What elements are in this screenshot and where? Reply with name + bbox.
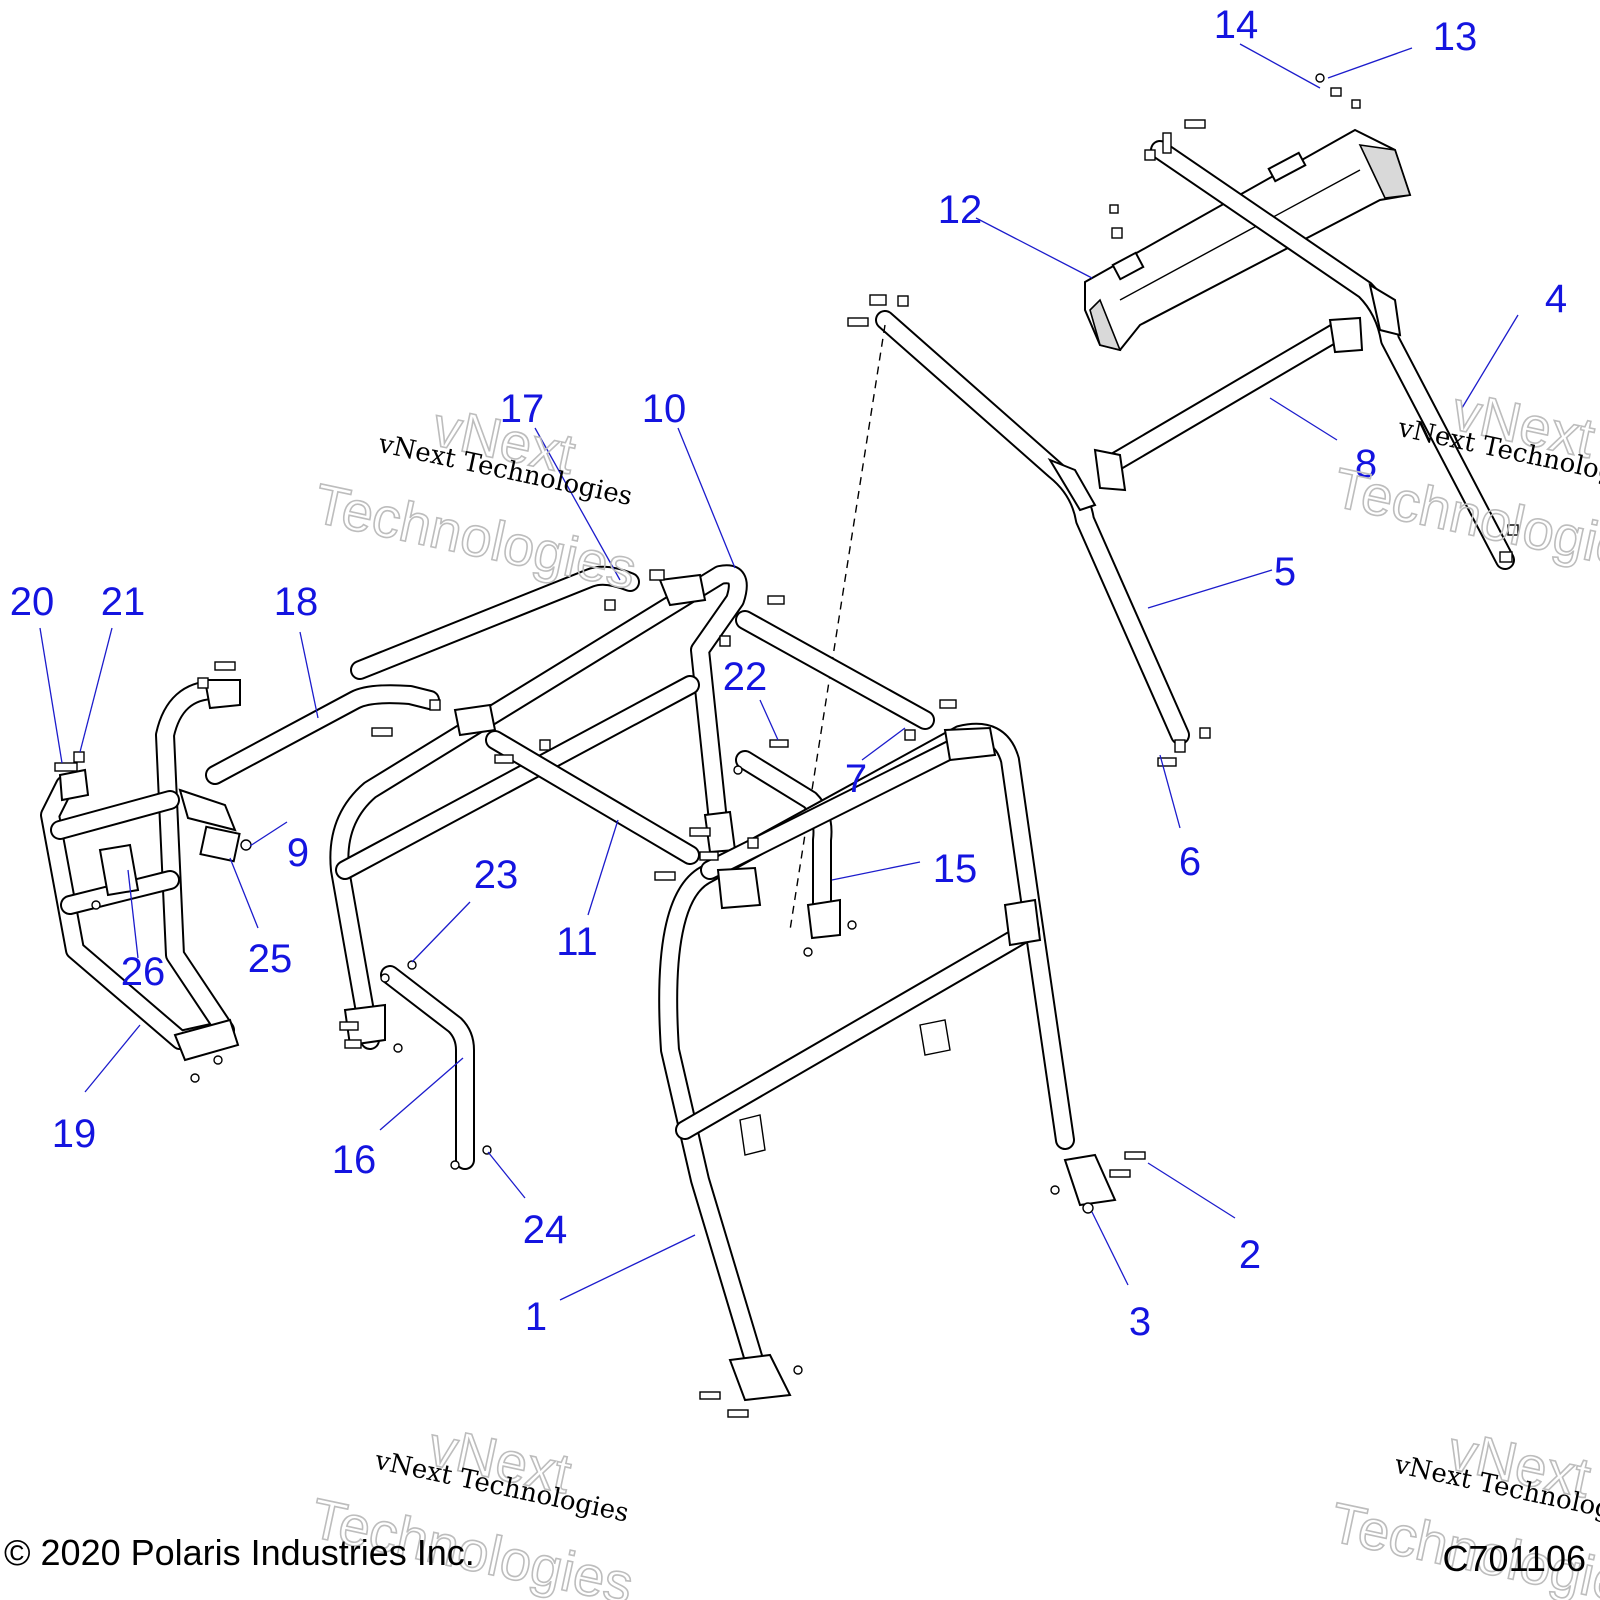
callout-2: 2 (1239, 1233, 1261, 1277)
watermark-upper-left: vNext Technologies vNext Technologies (308, 394, 642, 602)
front-bumper-hoop (40, 679, 241, 1062)
main-cage (658, 722, 1117, 1402)
callout-13: 13 (1433, 15, 1478, 59)
callout-25: 25 (248, 937, 293, 981)
callout-23: 23 (474, 853, 519, 897)
diagonal-brace (485, 730, 700, 865)
callout-6: 6 (1179, 840, 1201, 884)
callout-16: 16 (332, 1138, 377, 1182)
leader-lines (39, 43, 1519, 1301)
rear-cross-brace (1093, 316, 1364, 492)
callout-8: 8 (1355, 442, 1377, 486)
lower-support (380, 965, 475, 1170)
callout-26: 26 (121, 950, 166, 994)
callout-5: 5 (1274, 550, 1296, 594)
callout-24: 24 (523, 1208, 568, 1252)
callout-labels: 1 2 3 4 5 6 7 8 9 10 11 12 13 14 15 16 1… (10, 3, 1567, 1344)
callout-19: 19 (52, 1112, 97, 1156)
callout-3: 3 (1129, 1300, 1151, 1344)
roof-panel (1084, 128, 1412, 352)
alignment-line (789, 324, 886, 931)
callout-11: 11 (556, 920, 598, 964)
upper-cross-bar (735, 610, 935, 730)
front-hoop (329, 564, 748, 1050)
callout-9: 9 (287, 831, 309, 875)
copyright-notice: © 2020 Polaris Industries Inc. (4, 1532, 475, 1573)
callout-4: 4 (1545, 277, 1567, 321)
rear-upright-right (1150, 140, 1515, 570)
callout-15: 15 (933, 847, 978, 891)
side-bar (205, 565, 640, 785)
bracket-plate (199, 825, 241, 863)
callout-7: 7 (845, 757, 867, 801)
callout-1: 1 (525, 1295, 547, 1339)
hardware (54, 73, 1519, 1418)
callout-14: 14 (1214, 3, 1259, 47)
bracket-arm (178, 788, 237, 832)
callout-21: 21 (101, 580, 146, 624)
callout-18: 18 (274, 580, 319, 624)
callout-10: 10 (642, 387, 687, 431)
figure-code: C701106 (1442, 1538, 1586, 1579)
callout-22: 22 (723, 655, 768, 699)
callout-17: 17 (500, 387, 545, 431)
callout-12: 12 (938, 188, 983, 232)
rear-upright-left (875, 310, 1190, 745)
callout-20: 20 (10, 580, 55, 624)
